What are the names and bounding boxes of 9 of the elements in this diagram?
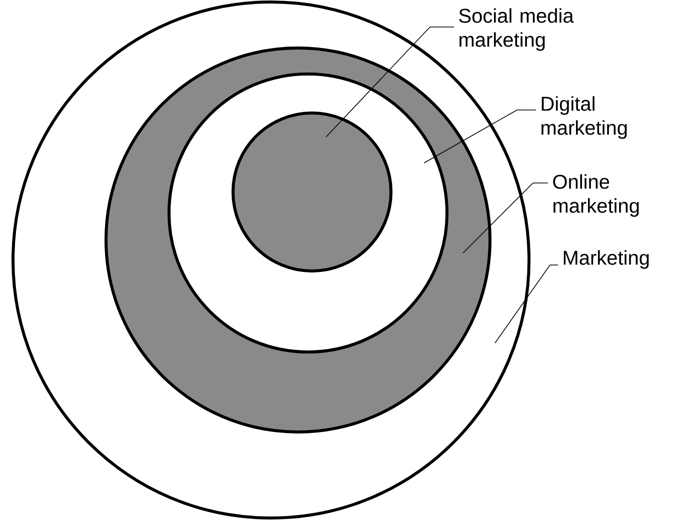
leader-label: Online marketing: [553, 174, 639, 217]
leader-label: Marketing: [564, 250, 649, 269]
leader-line: [424, 110, 536, 164]
leader-label: Digital marketing: [542, 96, 627, 139]
leader-line: [462, 182, 548, 254]
leader-line: [326, 26, 454, 138]
leader-label: Social media marketing: [459, 8, 574, 51]
leader-line: [494, 264, 558, 344]
circle-region: [232, 112, 392, 272]
